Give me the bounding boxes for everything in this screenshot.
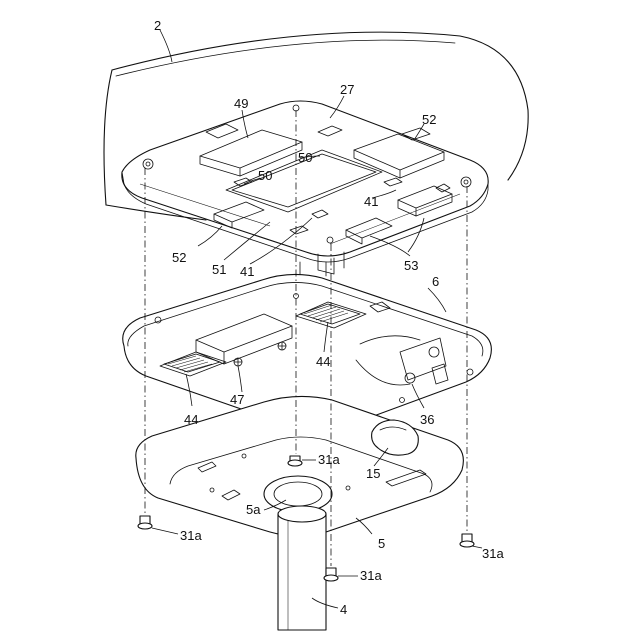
label-31a-right: 31a [482, 546, 504, 561]
screw-31a-bottom [324, 568, 338, 581]
label-50-lower: 50 [258, 168, 272, 183]
label-27: 27 [340, 82, 354, 97]
label-52-top: 52 [422, 112, 436, 127]
screw-31a-top [288, 456, 302, 466]
screw-31a-right [460, 534, 474, 547]
label-5: 5 [378, 536, 385, 551]
screw-31a-left [138, 516, 152, 529]
label-2: 2 [154, 18, 161, 33]
label-5a: 5a [246, 502, 261, 517]
label-4: 4 [340, 602, 347, 617]
label-51: 51 [212, 262, 226, 277]
label-36: 36 [420, 412, 434, 427]
label-41-bottom: 41 [240, 264, 254, 279]
label-47: 47 [230, 392, 244, 407]
label-15: 15 [366, 466, 380, 481]
label-41-right: 41 [364, 194, 378, 209]
label-53: 53 [404, 258, 418, 273]
label-6: 6 [432, 274, 439, 289]
label-31a-top: 31a [318, 452, 340, 467]
support-tube [278, 506, 326, 630]
label-31a-left: 31a [180, 528, 202, 543]
label-44-center: 44 [316, 354, 330, 369]
label-44-left: 44 [184, 412, 198, 427]
label-31a-bottom: 31a [360, 568, 382, 583]
label-52-bottom: 52 [172, 250, 186, 265]
label-49: 49 [234, 96, 248, 111]
label-50-upper: 50 [298, 150, 312, 165]
